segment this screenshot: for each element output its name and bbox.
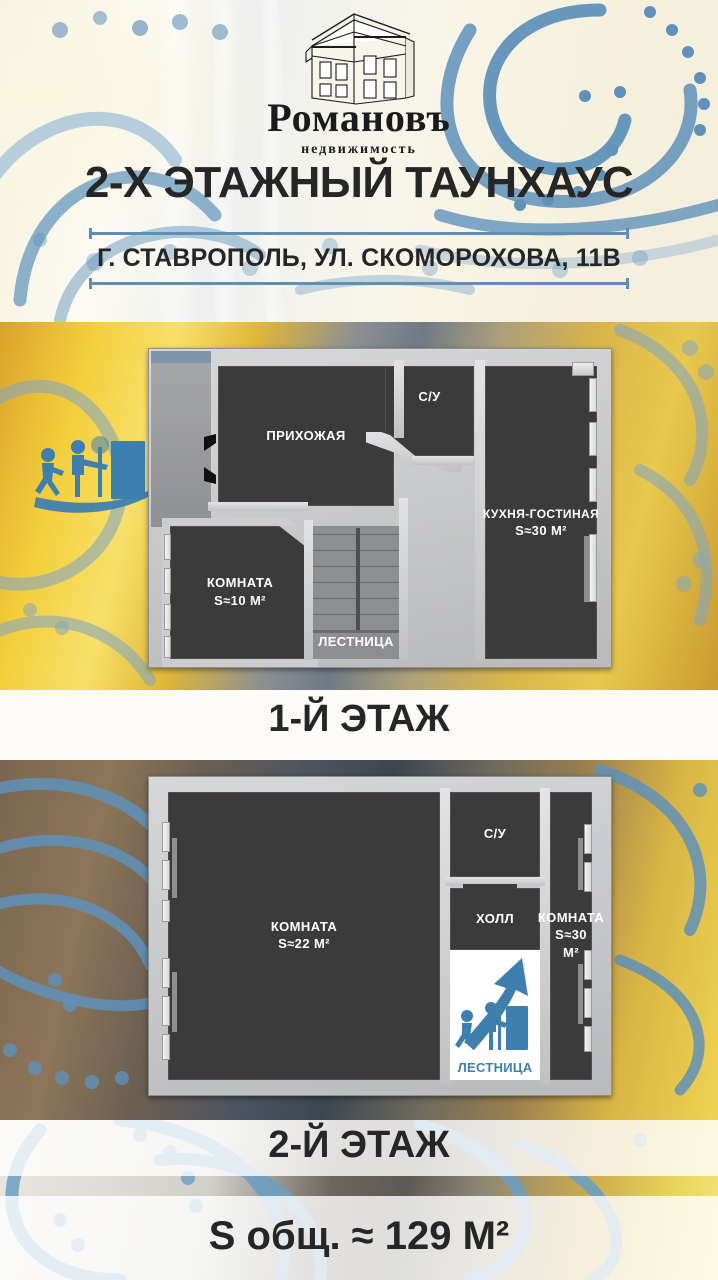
logo-wordmark: Романовъ: [267, 95, 451, 140]
floor1-window-left-3: [164, 604, 171, 630]
floor2-label-strip: [0, 1120, 718, 1176]
floor1-komnata-frame: [162, 518, 318, 667]
floor1-window-mullion-1: [584, 536, 589, 602]
floor1-column-top-right: [572, 362, 594, 376]
floor1-window-right-2: [589, 422, 597, 456]
floor1-room-kitchen-living: КУХНЯ-ГОСТИНАЯ S≈30 М²: [482, 366, 600, 659]
floor2-window-right-4: [584, 988, 592, 1018]
room-area: S≈22 М²: [278, 936, 330, 952]
floor2-window-left-6: [162, 1034, 170, 1060]
floor1-window-right-4: [589, 534, 597, 602]
room-name: С/У: [418, 388, 441, 404]
floor1-wall-stairs-right: [399, 498, 408, 660]
floor2-room-su: С/У: [450, 792, 540, 877]
rule-cap-right: [626, 228, 629, 239]
stairs-people-door-arrow-icon: [455, 958, 528, 1050]
brand-logo: Романовъ недвижимость: [0, 6, 718, 158]
floor2-window-mullion-left-a: [172, 838, 177, 898]
address-text: Г. СТАВРОПОЛЬ, УЛ. СКОМОРОХОВА, 11В: [97, 244, 621, 272]
stair-railing: [356, 528, 360, 632]
room-name: КОМНАТА: [537, 909, 605, 925]
floor1-band-label: 1-Й ЭТАЖ: [268, 698, 450, 740]
floor2-plan: КОМНАТА S≈22 М² С/У ХОЛЛ: [148, 776, 612, 1096]
room-name: КОМНАТА: [270, 918, 338, 934]
floor1-stairs: [312, 526, 400, 659]
total-area-label: S общ. ≈ 129 М²: [208, 1214, 510, 1258]
floor1-vestibule-top-glass: [151, 351, 211, 363]
floor1-window-right-3: [589, 468, 597, 502]
floor1-room-komnata: КОМНАТА S≈10 М²: [170, 526, 310, 659]
floor2-window-right-5: [584, 1026, 592, 1052]
floor2-band-label: 2-Й ЭТАЖ: [268, 1124, 450, 1166]
floor1-room-prihozhaya: ПРИХОЖАЯ: [218, 366, 394, 506]
floor1-stairs-label: ЛЕСТНИЦА: [318, 634, 394, 649]
floor2-window-left-5: [162, 996, 170, 1026]
total-area-strip: [0, 1196, 718, 1280]
floor1-window-left-4: [164, 636, 171, 658]
room-area: S≈10 М²: [214, 592, 266, 608]
floor2-window-mullion-right-a: [578, 838, 583, 890]
room-area: S≈30 М²: [515, 522, 567, 538]
room-name: КОМНАТА: [206, 575, 274, 591]
room-name: С/У: [483, 826, 507, 842]
floor1-window-right-1: [589, 378, 597, 412]
rule-cap-right: [626, 278, 629, 289]
floor2-wall-center-left: [440, 788, 450, 1084]
floor1-wall-su-bottom: [412, 456, 474, 465]
floor1-window-left-2: [164, 568, 171, 594]
floor1-label-strip: [0, 690, 718, 760]
floor2-window-right-3: [584, 950, 592, 980]
address-rule-top: [89, 228, 629, 239]
address-block: Г. СТАВРОПОЛЬ, УЛ. СКОМОРОХОВА, 11В: [0, 228, 718, 289]
floor2-stairs-label: ЛЕСТНИЦА: [457, 1060, 533, 1075]
floor2-window-mullion-left-b: [172, 972, 177, 1032]
room-name: ХОЛЛ: [476, 910, 514, 926]
floor2-window-left-4: [162, 958, 170, 988]
floor2-window-left-3: [162, 900, 170, 922]
stair-landing-edge: [312, 630, 400, 633]
floor1-window-left-1: [164, 534, 171, 560]
floor2-room-holl: ХОЛЛ: [450, 888, 540, 950]
room-name: КУХНЯ-ГОСТИНАЯ: [482, 506, 600, 521]
floor1-wall-kitchen-left: [475, 360, 485, 660]
floor2-stairs-block: ЛЕСТНИЦА: [450, 950, 540, 1080]
room-area: S≈30 М²: [555, 926, 587, 961]
rule-bar: [89, 282, 629, 285]
house-logo-icon: [305, 13, 415, 105]
floor2-window-right-2: [584, 862, 592, 892]
floor2-window-left-2: [162, 860, 170, 890]
floor1-wall-prihozhaya-bottom: [208, 502, 308, 511]
floor2-window-left-1: [162, 822, 170, 852]
floor1-plan: ПРИХОЖАЯ С/У КУХНЯ-ГОСТИНАЯ S≈30 М² КОМН…: [148, 348, 612, 668]
address-rule-bottom: [89, 278, 629, 289]
floor2-wall-center-right: [540, 788, 550, 1084]
floor1-wall-center-vertical: [394, 360, 404, 438]
floor1-vestibule: [151, 351, 211, 527]
page-title: 2-Х ЭТАЖНЫЙ ТАУНХАУС: [84, 158, 634, 207]
floor2-holl-doorway: [463, 884, 517, 890]
room-name: ПРИХОЖАЯ: [266, 427, 346, 443]
logo-tagline: недвижимость: [301, 142, 417, 157]
floor2-window-right-1: [584, 824, 592, 854]
rule-bar: [89, 232, 629, 235]
floor2-window-mullion-right-b: [578, 964, 583, 1024]
floor2-wall-su-bottom: [445, 877, 545, 886]
floor2-room-komnata-left: КОМНАТА S≈22 М²: [168, 792, 440, 1080]
floor1-wall-stairs-left: [304, 520, 313, 660]
